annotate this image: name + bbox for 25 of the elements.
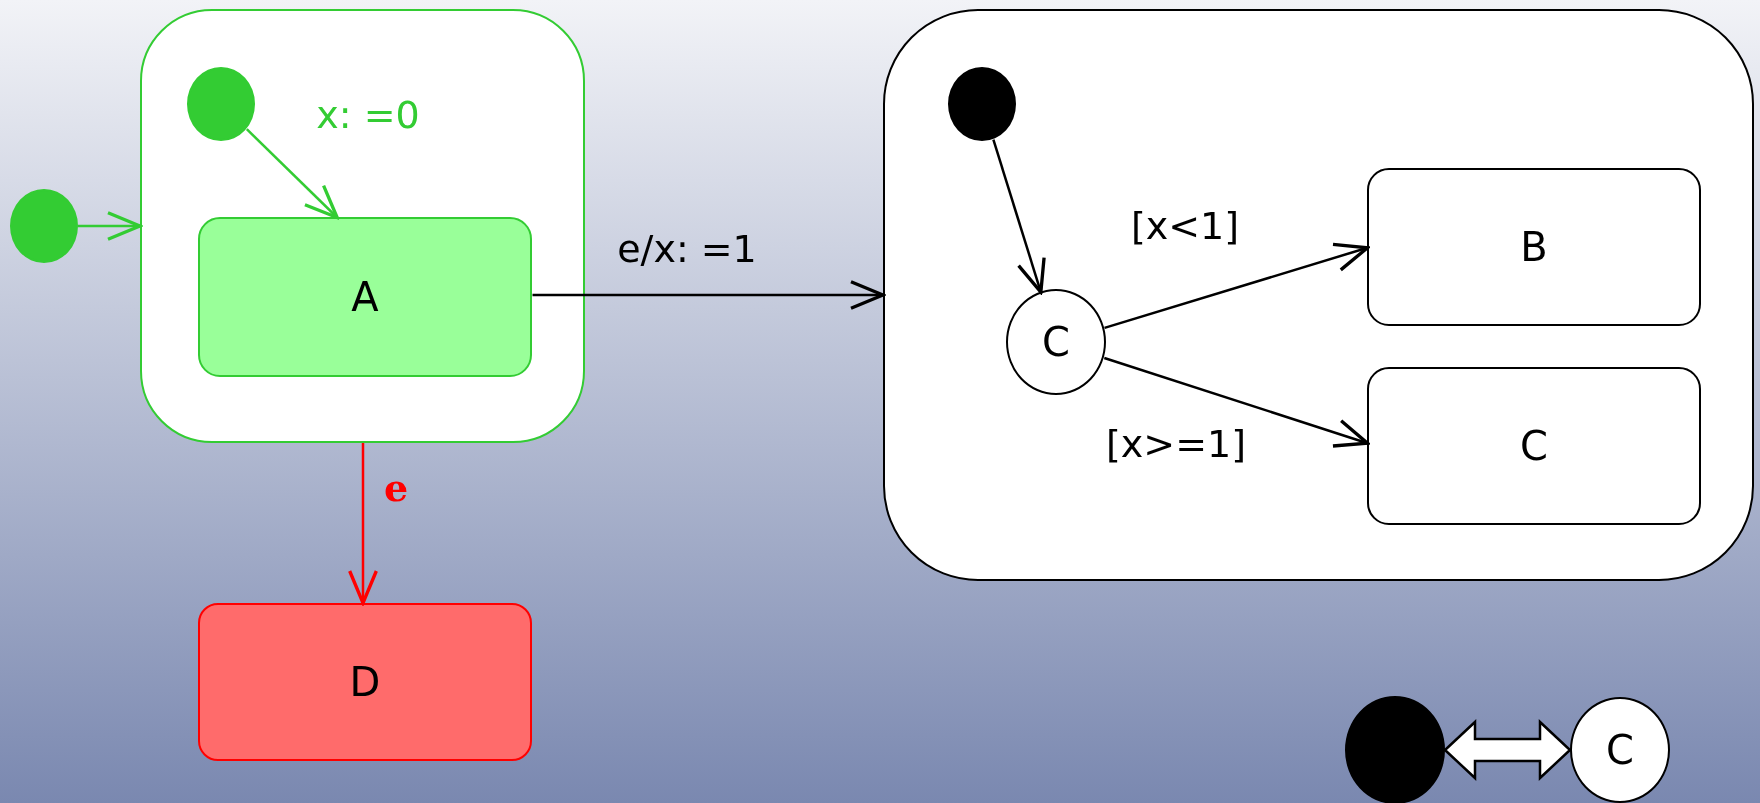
edge-label: e/x: =1 — [617, 227, 757, 271]
composite-state-box — [140, 9, 585, 443]
arrow — [245, 128, 339, 220]
state-name: B — [1520, 224, 1548, 270]
state-name: C — [1042, 319, 1070, 365]
state-box — [198, 217, 532, 377]
state-name: C — [1520, 423, 1548, 469]
state-name: A — [351, 274, 379, 320]
state-box — [198, 603, 532, 761]
edge-label: x: =0 — [316, 93, 420, 137]
edge-label: e — [383, 464, 409, 510]
arrow — [1104, 242, 1370, 330]
state-box — [1367, 168, 1701, 326]
state-name: C — [1606, 727, 1634, 773]
edge-label: [x>=1] — [1106, 422, 1246, 466]
state-box — [1367, 367, 1701, 525]
arrow — [532, 280, 885, 310]
arrow — [1103, 356, 1370, 448]
edge-label: [x<1] — [1130, 204, 1240, 248]
double-arrow — [1443, 719, 1572, 781]
arrow — [78, 211, 142, 241]
arrow — [348, 443, 378, 605]
state-name: D — [349, 659, 381, 705]
arrow — [992, 139, 1046, 294]
composite-state-box — [883, 9, 1754, 581]
